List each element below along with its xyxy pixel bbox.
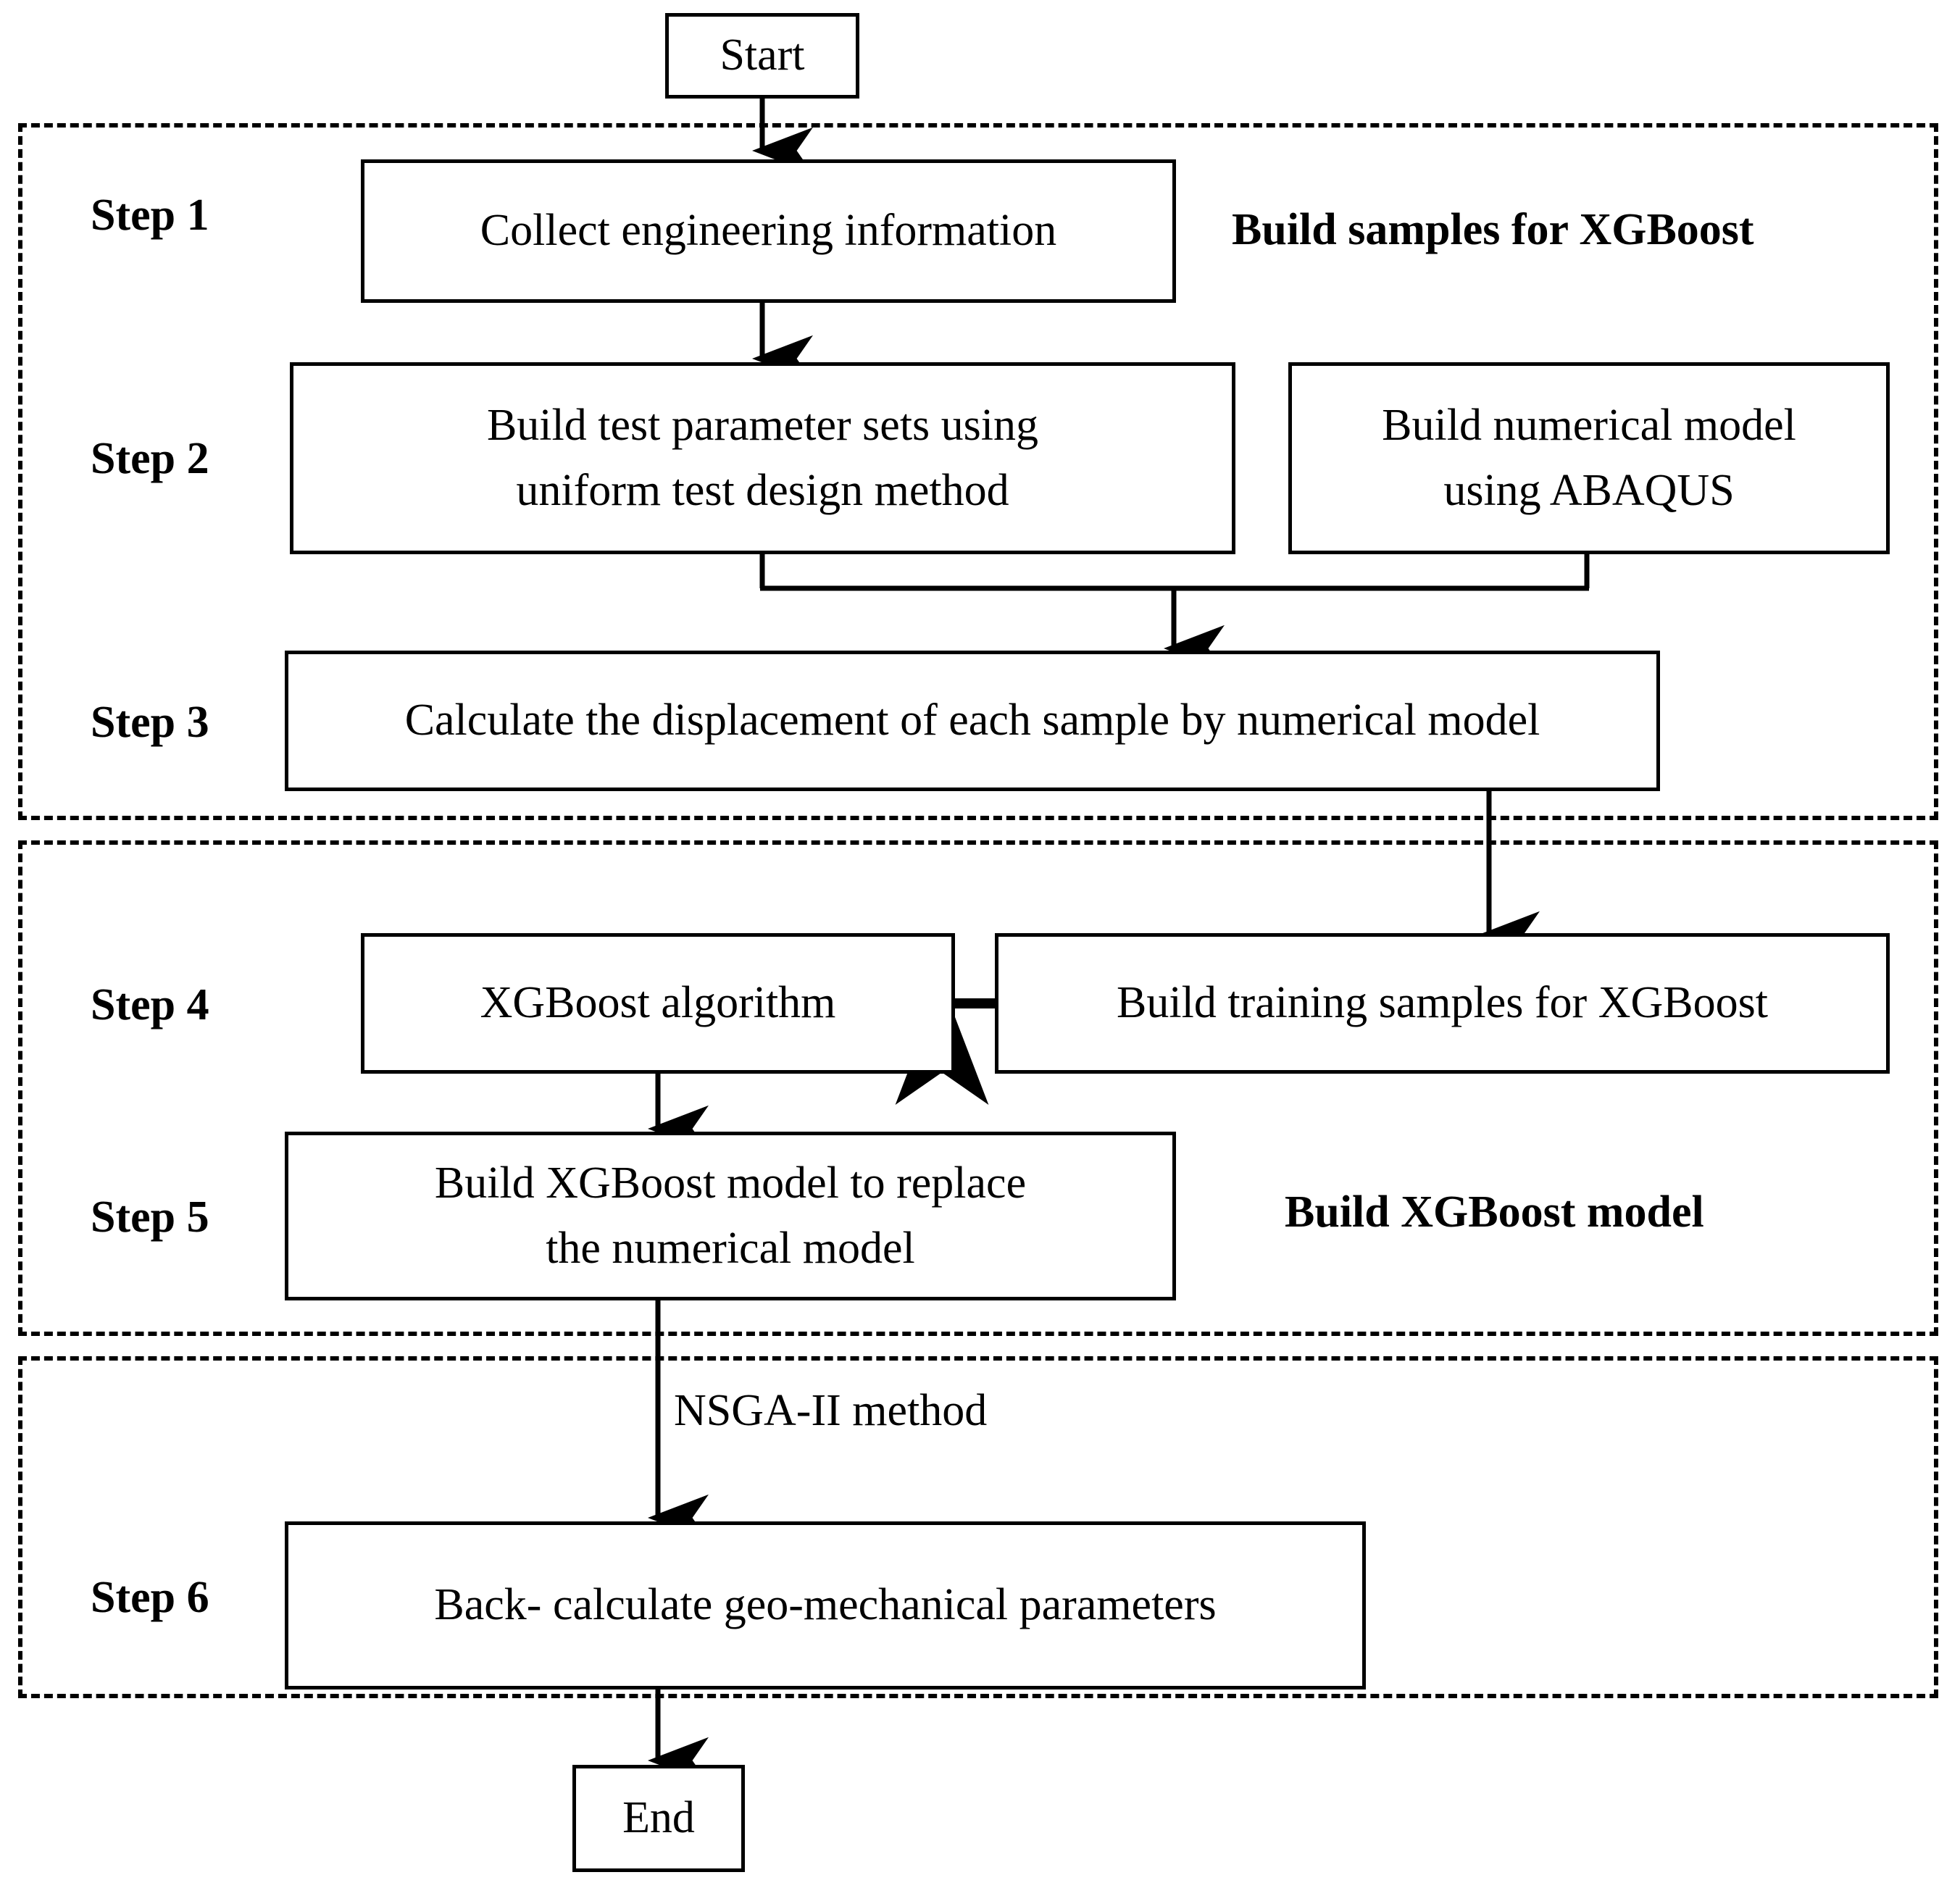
node-build-test-parameter-sets-line1: Build test parameter sets using — [486, 400, 1039, 450]
step-label-3: Step 3 — [91, 698, 209, 747]
step-label-2: Step 2 — [91, 434, 209, 483]
node-build-numerical-model[interactable]: Build numerical model using ABAQUS — [1288, 362, 1890, 554]
edge-label-nsga-ii: NSGA-II method — [674, 1386, 988, 1435]
node-build-xgboost-model-line1: Build XGBoost model to replace — [434, 1158, 1027, 1208]
node-build-numerical-model-line2: using ABAQUS — [1443, 465, 1735, 515]
group-label-build-samples: Build samples for XGBoost — [1232, 205, 1754, 254]
node-build-xgboost-model-line2: the numerical model — [546, 1223, 915, 1273]
node-collect-engineering-information[interactable]: Collect engineering information — [361, 159, 1176, 303]
group-label-build-model: Build XGBoost model — [1285, 1187, 1704, 1237]
node-build-numerical-model-line1: Build numerical model — [1382, 400, 1796, 450]
node-build-training-samples[interactable]: Build training samples for XGBoost — [995, 933, 1890, 1074]
step-label-6: Step 6 — [91, 1573, 209, 1622]
node-xgboost-algorithm[interactable]: XGBoost algorithm — [361, 933, 955, 1074]
node-build-xgboost-model[interactable]: Build XGBoost model to replace the numer… — [285, 1132, 1176, 1300]
step-label-5: Step 5 — [91, 1192, 209, 1242]
node-build-test-parameter-sets-line2: uniform test design method — [516, 465, 1009, 515]
node-back-calculate-parameters[interactable]: Back- calculate geo-mechanical parameter… — [285, 1521, 1366, 1689]
group-build-model-boundary — [18, 840, 1938, 1336]
step-label-4: Step 4 — [91, 980, 209, 1029]
group-build-samples-boundary — [18, 123, 1938, 820]
end-terminal[interactable]: End — [572, 1765, 745, 1872]
start-terminal[interactable]: Start — [665, 13, 859, 99]
node-build-test-parameter-sets[interactable]: Build test parameter sets using uniform … — [290, 362, 1235, 554]
group-back-calculate-boundary — [18, 1356, 1938, 1698]
node-calculate-displacement[interactable]: Calculate the displacement of each sampl… — [285, 651, 1660, 791]
step-label-1: Step 1 — [91, 191, 209, 240]
